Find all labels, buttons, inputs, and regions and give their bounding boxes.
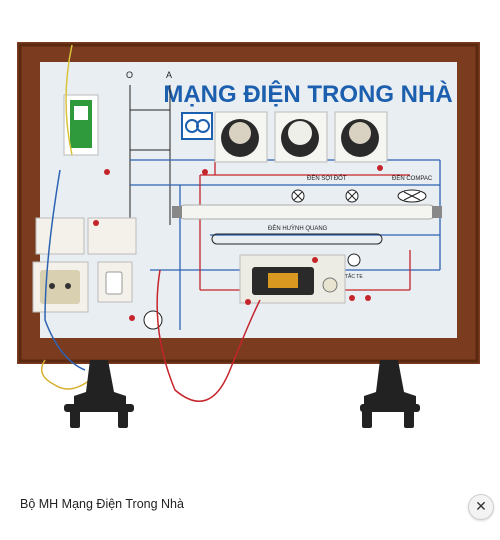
board-title: MẠNG ĐIỆN TRONG NHÀ — [163, 80, 452, 108]
power-socket — [32, 261, 89, 313]
right-stand — [360, 360, 420, 428]
fluorescent-label: ĐÈN HUỲNH QUANG — [268, 225, 328, 232]
close-icon: ✕ — [475, 499, 487, 515]
incandescent-lamp-2 — [274, 111, 328, 163]
switch-label-a: A — [166, 70, 172, 80]
image-caption: Bộ MH Mạng Điện Trong Nhà — [20, 497, 184, 511]
circuit-breaker — [63, 94, 99, 156]
product-photo: MẠNG ĐIỆN TRONG NHÀ O A — [17, 42, 480, 428]
starter — [322, 277, 338, 293]
toggle-switch — [97, 261, 133, 303]
left-stand — [64, 360, 134, 428]
ballast-module — [239, 254, 346, 304]
incandescent-label: ĐÈN SỢI ĐỐT — [307, 175, 347, 182]
compact-lamp — [334, 111, 388, 163]
close-button[interactable]: ✕ — [468, 494, 494, 520]
starter-label: TẮC TE — [345, 272, 363, 280]
logo-icon — [181, 112, 213, 140]
fluorescent-tube — [172, 204, 442, 220]
compact-label: ĐÈN COMPAC — [392, 175, 433, 182]
incandescent-lamp-1 — [214, 111, 268, 163]
meter-symbol — [143, 310, 163, 330]
switch-label-o: O — [126, 70, 133, 80]
